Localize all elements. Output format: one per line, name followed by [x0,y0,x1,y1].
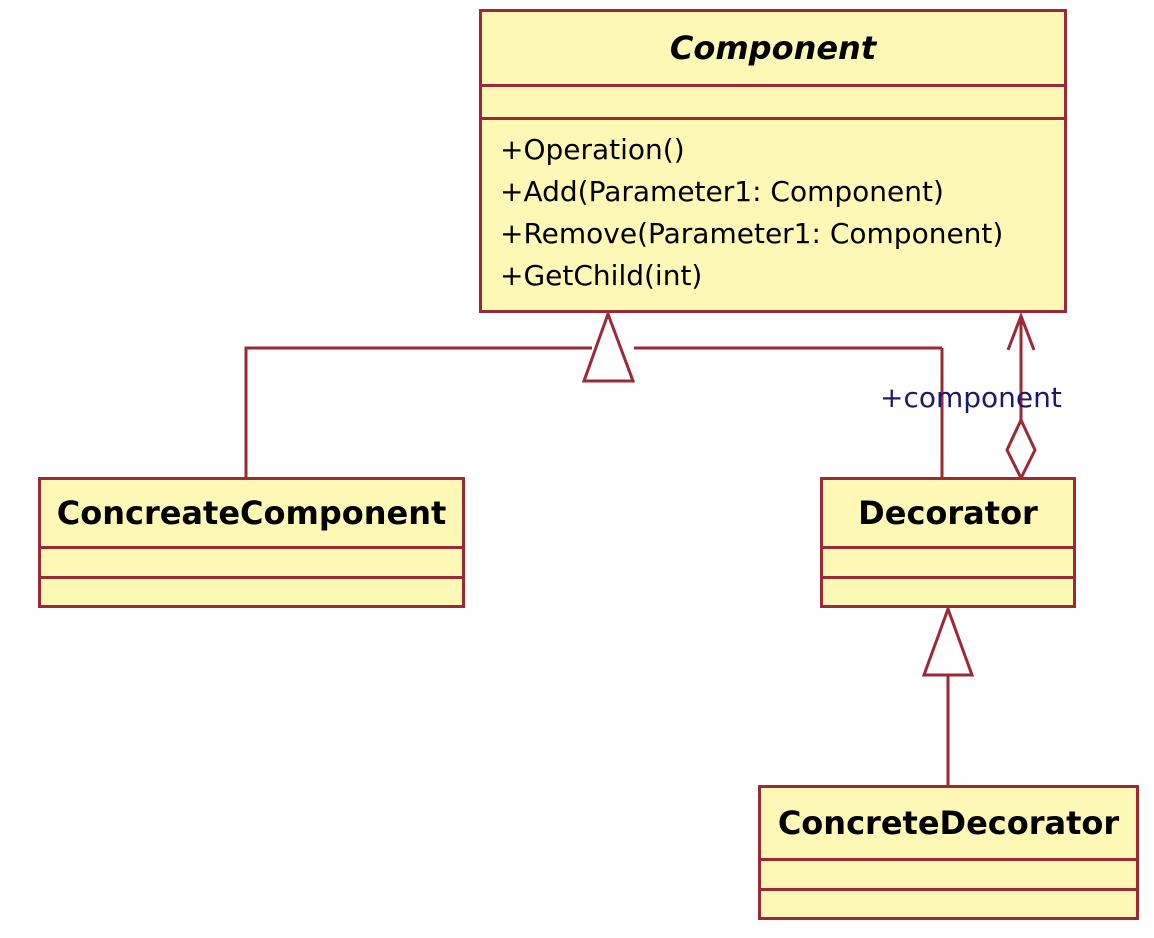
divider [761,888,1136,891]
role-label-component: +component [880,381,1062,414]
divider [482,117,1064,120]
attributes-compartment [482,87,1064,117]
generalization-arrowhead-component [581,309,636,383]
navigable-arrowhead-component [1006,311,1036,351]
class-component[interactable]: Component +Operation() +Add(Parameter1: … [479,9,1067,313]
aggregation-diamond [1005,416,1037,482]
operations-compartment: +Operation() +Add(Parameter1: Component)… [482,120,1064,310]
divider [41,576,462,579]
class-name-concreate-component: ConcreateComponent [56,494,447,532]
class-name-decorator: Decorator [858,494,1038,532]
class-name-component: Component [669,29,877,67]
operation-item: +Add(Parameter1: Component) [500,175,944,208]
divider [41,546,462,549]
class-concrete-decorator[interactable]: ConcreteDecorator [758,785,1139,920]
class-decorator[interactable]: Decorator [820,477,1076,608]
generalization-arrowhead-decorator [921,604,975,677]
divider [823,546,1073,549]
class-name-concrete-decorator: ConcreteDecorator [777,804,1120,842]
divider [823,576,1073,579]
class-concreate-component[interactable]: ConcreateComponent [38,477,465,608]
operation-item: +Operation() [500,133,685,166]
generalization-line-concreate-component [244,346,592,478]
operation-item: +GetChild(int) [500,259,703,292]
divider [761,858,1136,861]
operation-item: +Remove(Parameter1: Component) [500,217,1004,250]
divider [482,84,1064,87]
